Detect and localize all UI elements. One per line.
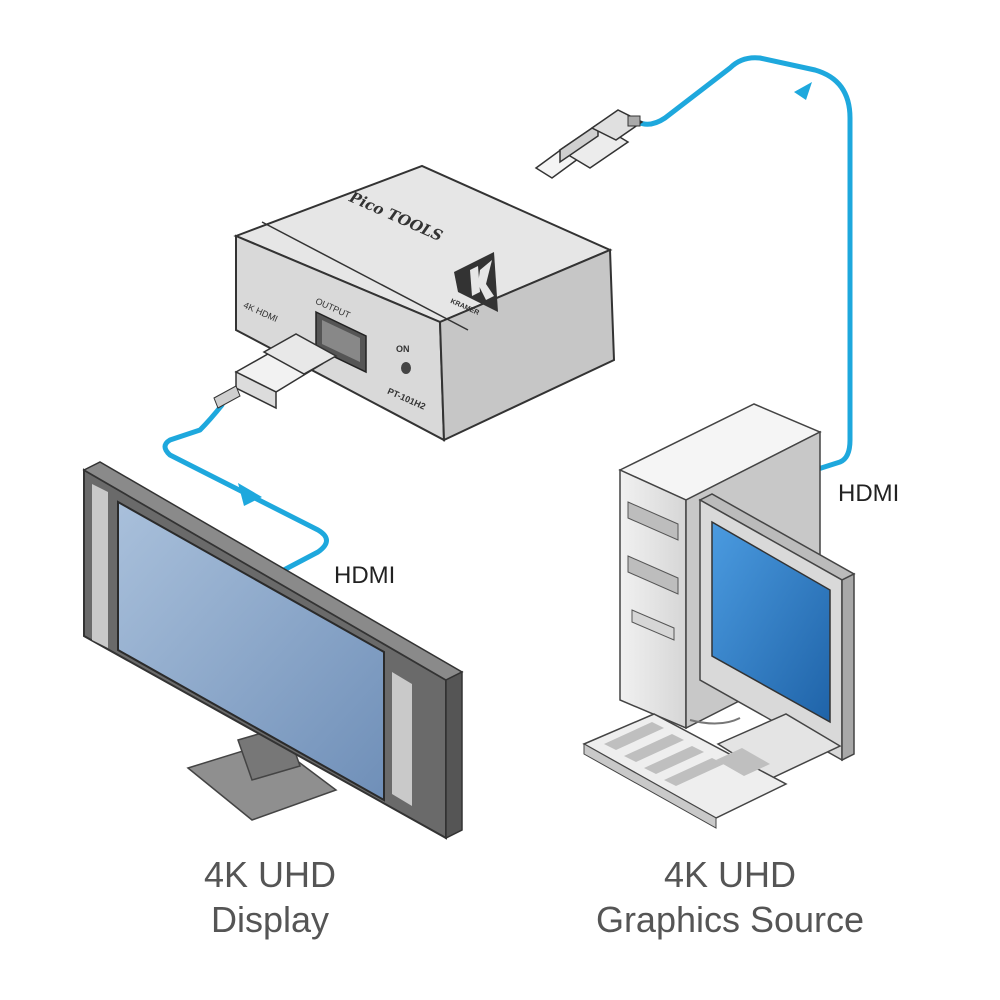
display-caption-line2: Display [210,899,330,940]
hdmi-cable-left [162,402,329,575]
hdmi-cable-label-right: HDMI [838,480,900,507]
hdmi-plug-icon [213,333,338,410]
hdmi-cable-right [635,55,853,473]
power-led [401,362,411,374]
source-screen [711,520,831,724]
4k-uhd-display [82,461,464,840]
signal-arrow-icon [238,483,262,506]
kramer-logo [454,252,498,312]
display-caption-line1: 4K UHD [203,854,337,895]
source-caption-line1: 4K UHD [663,854,797,895]
display-screen [117,500,385,802]
device-on-label: ON [396,344,410,354]
signal-arrow-icon [794,82,812,100]
display-caption: 4K UHD Display [155,852,385,942]
hdmi-cable-label-left: HDMI [334,562,396,589]
4k-uhd-graphics-source [582,403,856,829]
source-caption: 4K UHD Graphics Source [570,852,890,942]
hdmi-plug-icon [534,109,644,179]
pico-tools-device [213,164,616,442]
source-caption-line2: Graphics Source [595,899,865,940]
